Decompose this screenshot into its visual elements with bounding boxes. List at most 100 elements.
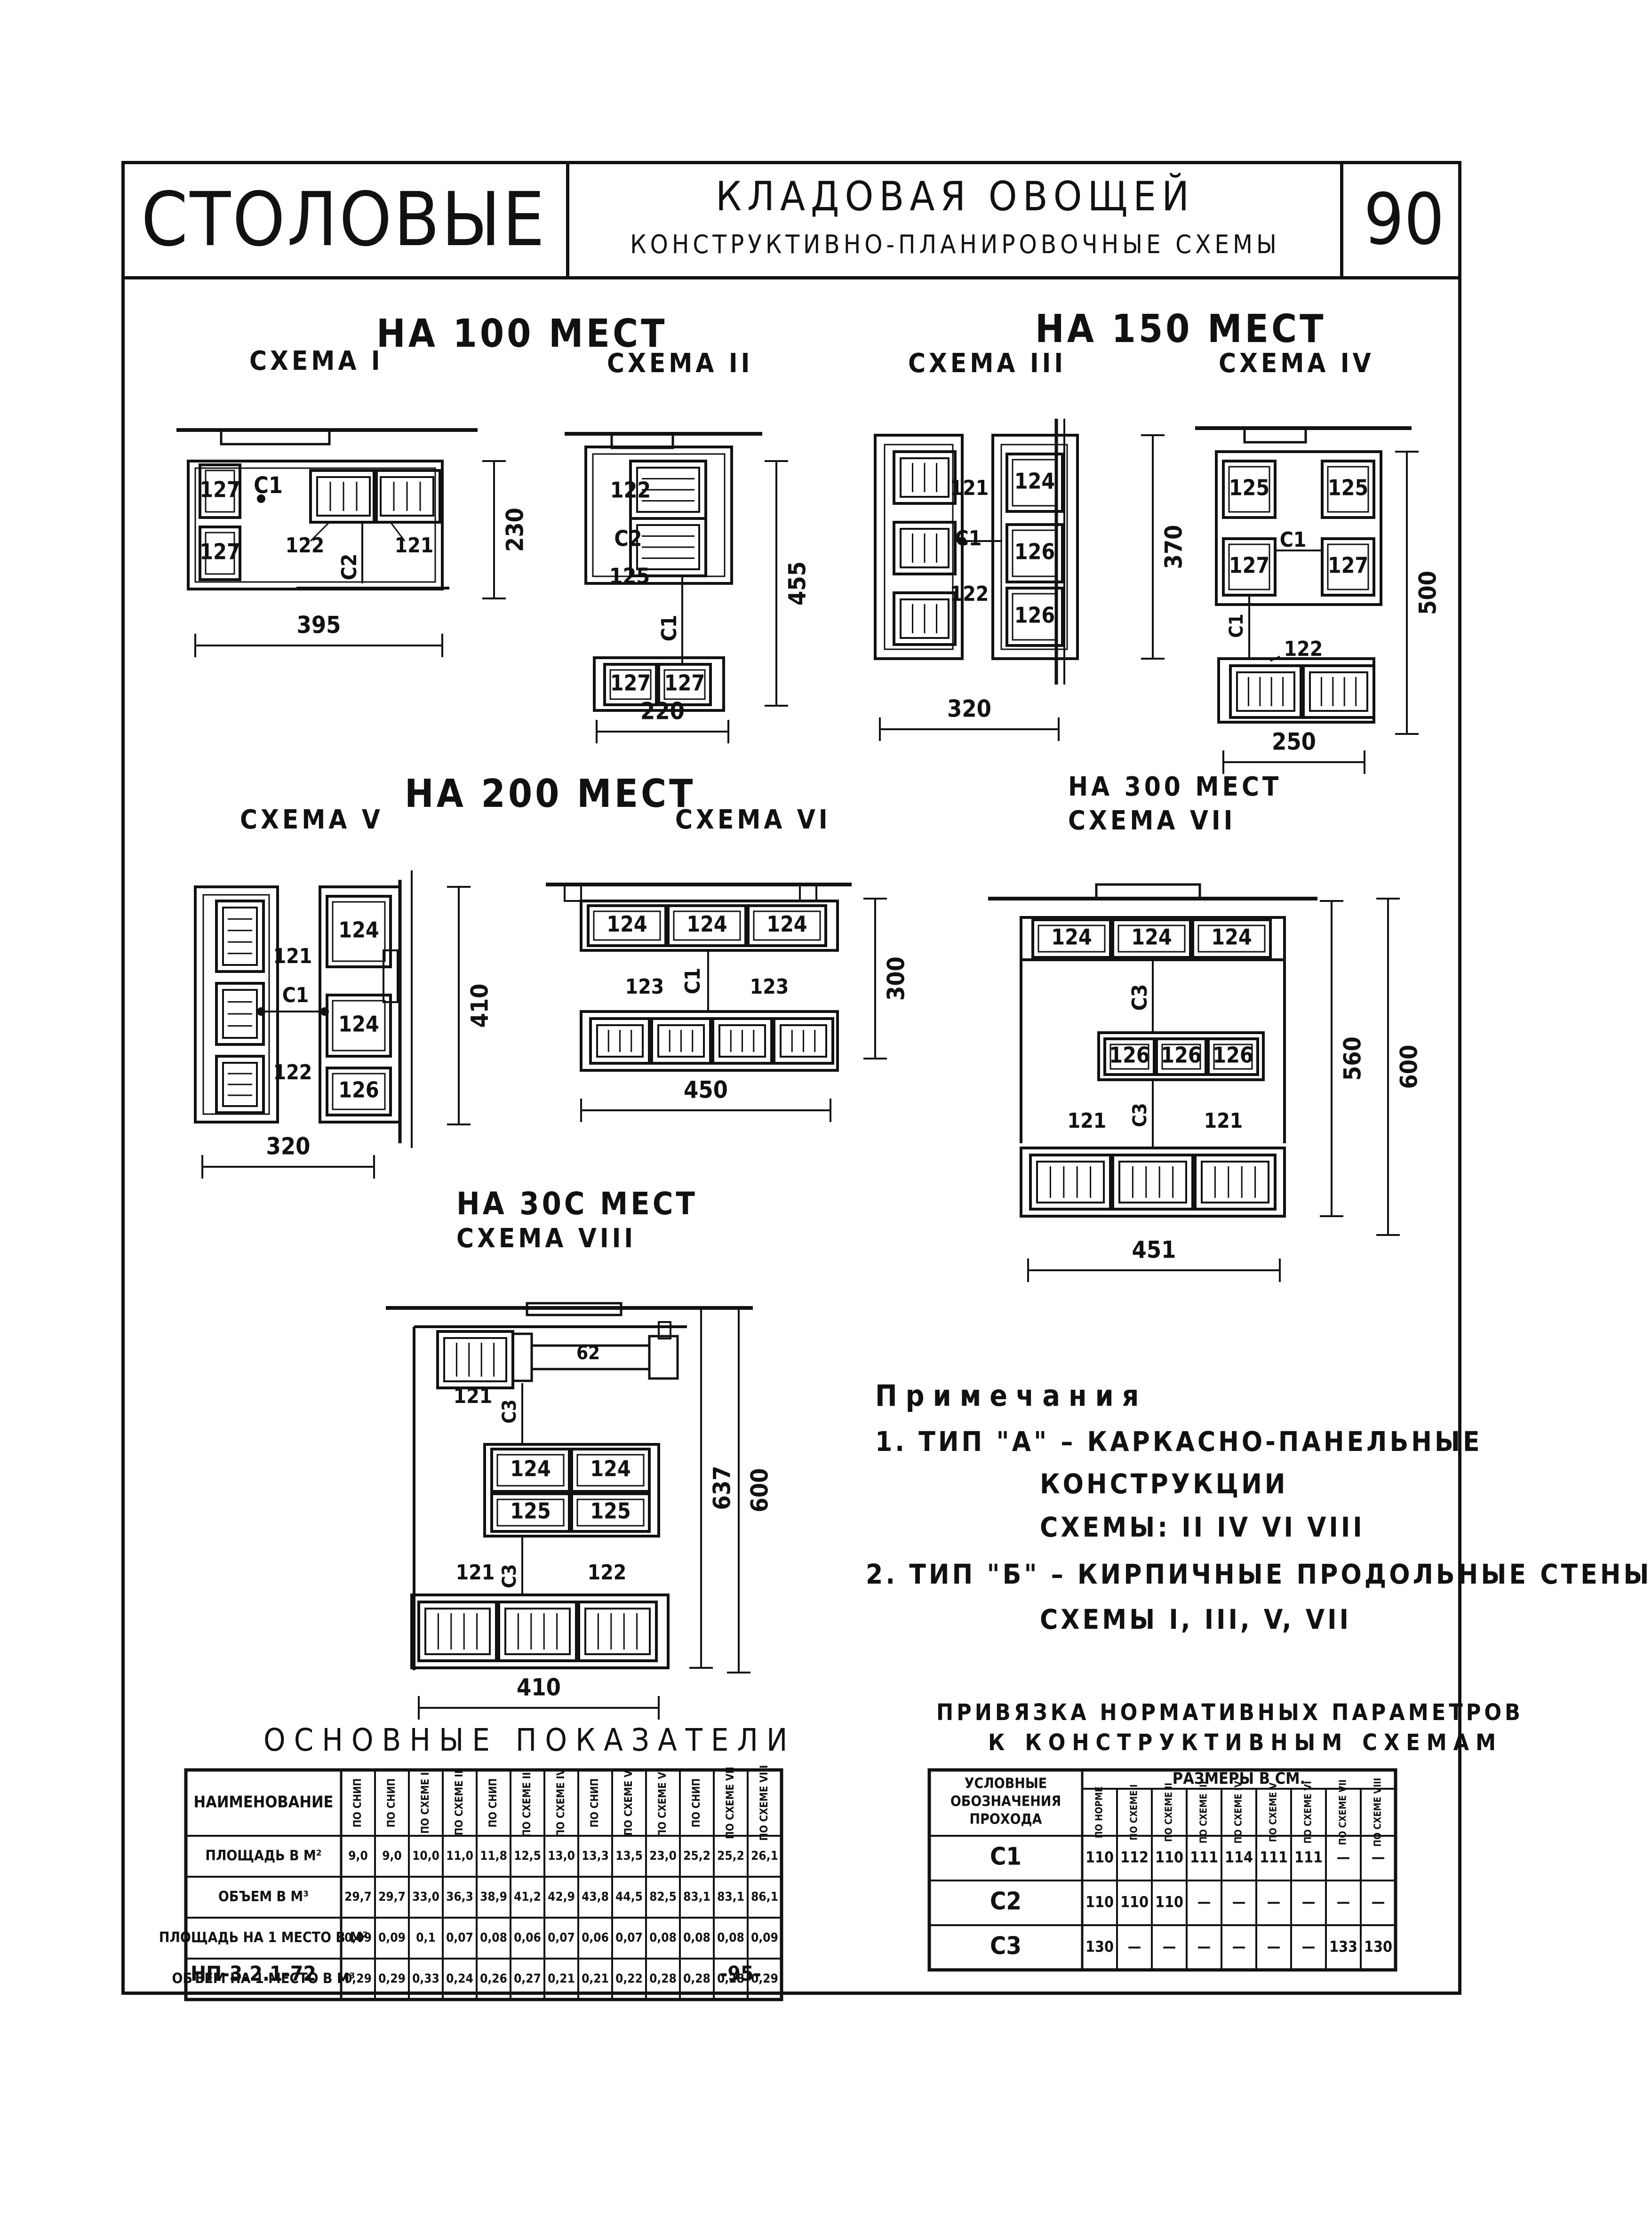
room-outline: [593, 656, 725, 712]
table-cell: —: [1337, 1893, 1350, 1911]
table-cell: 41,2: [514, 1890, 541, 1904]
indicators-title: ОСНОВНЫЕ ПОКАЗАТЕЛИ: [263, 1722, 796, 1758]
table-cell: —: [1197, 1893, 1211, 1911]
storage-bin: [326, 994, 392, 1058]
table-row-label: ОБЪЕМ НА 1 МЕСТО В М³: [172, 1970, 355, 1987]
storage-bin-inner: [1161, 1044, 1201, 1070]
storage-bin: [1103, 1037, 1156, 1076]
table-cell: 13,5: [615, 1849, 643, 1863]
storage-bin: [490, 1448, 571, 1493]
storage-bin: [603, 663, 658, 706]
table-cell: 0,09: [344, 1931, 372, 1945]
table-header-cell: ПО СХЕМЕ VI: [657, 1769, 669, 1837]
storage-rack: [373, 469, 441, 524]
room-outline: [580, 1010, 839, 1072]
document-code: НП-3.2.1-72: [191, 1962, 316, 1986]
bin-code: 125: [1328, 475, 1368, 501]
storage-bin-inner: [576, 1498, 645, 1527]
table-header-cell: ПРОХОДА: [970, 1811, 1042, 1828]
scheme-2-caption: СХЕМА II: [607, 348, 753, 379]
room-outline: [1215, 450, 1382, 606]
storage-rack-inner: [584, 1608, 651, 1655]
table-cell: 11,0: [446, 1849, 473, 1863]
table-cell: 0,28: [717, 1972, 744, 1986]
junction-dot: [958, 537, 966, 545]
storage-rack: [497, 1601, 578, 1662]
room-outline: [194, 885, 279, 1123]
table-cell: 0,21: [582, 1972, 609, 1986]
storage-rack: [589, 1017, 651, 1065]
storage-bin-inner: [1228, 543, 1270, 590]
aisle-label: C1: [282, 983, 309, 1007]
table-header-cell: ПО СНИП: [691, 1778, 702, 1828]
table-header-cell: ПО СХЕМЕ IV: [1233, 1781, 1244, 1843]
notes-line-2: КОНСТРУКЦИИ: [1040, 1468, 1288, 1500]
table-cell: 44,5: [615, 1890, 643, 1904]
table-cell: 110: [1085, 1893, 1114, 1911]
room-outline: [483, 1443, 660, 1538]
table-cell: 9,0: [348, 1849, 367, 1863]
bin-code: 122: [273, 1060, 312, 1084]
dimension-value: 500: [1414, 571, 1442, 615]
scheme-7-caption: СХЕМА VII: [1068, 805, 1236, 836]
table-cell: 42,9: [548, 1890, 575, 1904]
scheme-8-caption: СХЕМА VIII: [456, 1223, 637, 1254]
storage-bin-inner: [496, 1454, 565, 1487]
storage-bin: [1111, 918, 1192, 959]
storage-bin: [199, 463, 241, 519]
bin-code: 121: [1204, 1109, 1243, 1133]
table-cell: 0,06: [582, 1931, 609, 1945]
scheme-5-caption: СХЕМА V: [240, 805, 383, 835]
storage-rack-inner: [1236, 671, 1295, 712]
table-cell: 83,1: [683, 1890, 710, 1904]
storage-rack: [893, 591, 957, 646]
bin-code: 121: [395, 534, 434, 558]
table-cell: 0,28: [649, 1972, 677, 1986]
bin-code: 125: [590, 1498, 630, 1524]
table-cell: 110: [1155, 1849, 1183, 1866]
table-header-cell: ПО СХЕМЕ II: [454, 1770, 465, 1835]
bin-code: 124: [510, 1456, 551, 1482]
bin-code: 124: [607, 911, 647, 937]
storage-bin-inner: [1327, 543, 1369, 590]
table-header-cell: ПО СХЕМЕ VII: [725, 1767, 736, 1839]
storage-bin: [1006, 453, 1064, 513]
storage-rack: [773, 1017, 834, 1065]
table-cell: —: [1267, 1893, 1281, 1911]
table-header-cell: ПО СНИП: [487, 1778, 499, 1828]
sheet-subtitle: КОНСТРУКТИВНО-ПЛАНИРОВОЧНЫЕ СХЕМЫ: [630, 230, 1280, 259]
storage-rack-inner: [900, 528, 950, 568]
bin-code: 122: [1284, 637, 1323, 661]
table-cell: —: [1302, 1938, 1316, 1956]
leader-line: [1270, 655, 1280, 662]
group-200-caption: НА 200 МЕСТ: [405, 772, 696, 816]
storage-bin: [1222, 460, 1277, 519]
dimension-value: 455: [784, 561, 811, 606]
binding-title-1: ПРИВЯЗКА НОРМАТИВНЫХ ПАРАМЕТРОВ: [936, 1699, 1524, 1726]
storage-bin-inner: [673, 910, 741, 941]
table-cell: 111: [1260, 1849, 1288, 1866]
storage-rack-inner: [316, 476, 371, 517]
junction-dot: [257, 494, 265, 503]
bin-code: 127: [1229, 553, 1269, 578]
table-cell: 10,0: [412, 1849, 439, 1863]
storage-rack-inner: [424, 1608, 491, 1655]
leader-line: [390, 522, 406, 542]
storage-bin: [1155, 1037, 1207, 1076]
table-cell: 0,29: [344, 1972, 372, 1986]
table-cell: 0,07: [548, 1931, 575, 1945]
storage-bin: [1321, 537, 1375, 597]
table-cell: 130: [1085, 1938, 1114, 1956]
scheme-3-caption: СХЕМА III: [908, 348, 1067, 379]
table-header-cell: ПО СНИП: [589, 1778, 601, 1828]
storage-rack: [711, 1017, 773, 1065]
table-header-cell: ПО СХЕМЕ I: [1128, 1784, 1140, 1840]
storage-rack-inner: [1309, 671, 1368, 712]
room-outline: [1020, 1147, 1286, 1218]
table-cell: 112: [1120, 1849, 1149, 1866]
table-cell: 33,0: [412, 1890, 439, 1904]
bin-code: 125: [609, 564, 650, 589]
storage-rack-inner: [596, 1024, 644, 1058]
document-page: { "header": { "section": "СТОЛОВЫЕ", "ti…: [121, 161, 1649, 2001]
